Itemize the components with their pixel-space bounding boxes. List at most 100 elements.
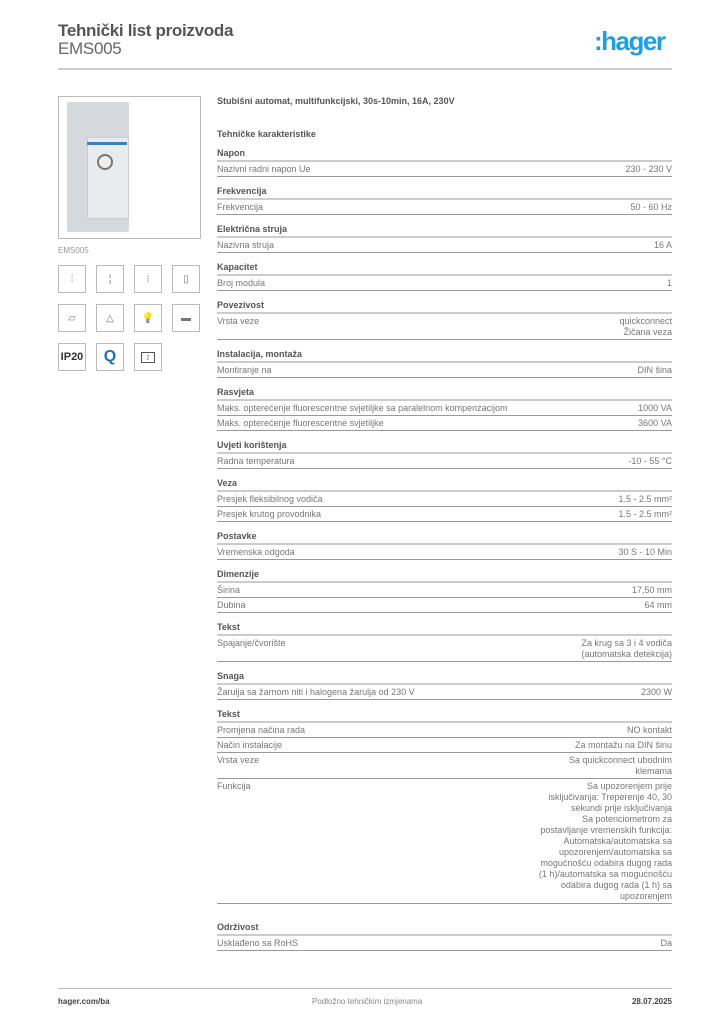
footer-divider — [58, 988, 672, 989]
spec-label: Frekvencija — [217, 202, 264, 212]
spec-label: Promjena načina rada — [217, 725, 306, 735]
spec-row: Usklađeno sa RoHS Da — [217, 936, 672, 951]
header-divider — [58, 68, 672, 70]
section-heading: Napon — [217, 148, 672, 162]
section-heading: Električna struja — [217, 224, 672, 238]
section-heading: Povezivost — [217, 300, 672, 314]
spec-label: Nazivna struja — [217, 240, 275, 250]
spec-row: Način instalacije Za montažu na DIN šinu — [217, 738, 672, 753]
spec-value: 1.5 - 2.5 mm² — [618, 509, 672, 519]
spec-label: Način instalacije — [217, 740, 283, 750]
section-heading: Uvjeti korištenja — [217, 440, 672, 454]
spec-label: Radna temperatura — [217, 456, 295, 466]
tube-icon-glyph: ▬ — [181, 312, 191, 324]
din-module-icon: ▯ — [172, 265, 200, 293]
spec-value: 30 S - 10 Min — [618, 547, 672, 557]
footer-website[interactable]: hager.com/ba — [58, 997, 110, 1006]
hager-logo: :hager — [594, 26, 666, 56]
spec-value: 1.5 - 2.5 mm² — [618, 494, 672, 504]
staircase-light-icon: △ — [96, 304, 124, 332]
spec-value: Za krug sa 3 i 4 vodiča (automatska dete… — [581, 638, 672, 659]
section-heading: Dimenzije — [217, 569, 672, 583]
spec-row: Radna temperatura -10 - 55 °C — [217, 454, 672, 469]
ip20-icon: IP20 — [58, 343, 86, 371]
section-heading: Instalacija, montaža — [217, 349, 672, 363]
spec-value: 16 A — [653, 240, 672, 250]
spec-row: Broj modula 1 — [217, 276, 672, 291]
spec-row: Nazivna struja 16 A — [217, 238, 672, 253]
spec-value: Sa quickconnect ubodnim klemama — [568, 755, 672, 776]
image-caption: EMS005 — [58, 246, 89, 255]
quickconnect-icon-glyph: Q — [103, 348, 117, 365]
spec-value: 3600 VA — [638, 418, 672, 428]
spec-row: Žarulja sa žarnom niti i halogena žarulj… — [217, 685, 672, 700]
tube-lamp-icon-glyph: ¦ — [108, 273, 112, 285]
spec-value: Za montažu na DIN šinu — [574, 740, 672, 750]
section-heading: Postavke — [217, 531, 672, 545]
spec-label: Broj modula — [217, 278, 266, 288]
section-heading: Tekst — [217, 709, 672, 723]
spec-value: 50 - 60 Hz — [630, 202, 672, 212]
spec-label: Usklađeno sa RoHS — [217, 938, 299, 948]
tube-lamp-icon: ¦ — [96, 265, 124, 293]
spec-value: quickconnect Žičana veza — [619, 316, 672, 337]
section-heading: Veza — [217, 478, 672, 492]
spec-sheet: Stubišni automat, multifunkcijski, 30s-1… — [217, 96, 672, 951]
spec-label: Žarulja sa žarnom niti i halogena žarulj… — [217, 687, 415, 697]
section-heading: Kapacitet — [217, 262, 672, 276]
section-heading: Rasvjeta — [217, 387, 672, 401]
din-module-icon-glyph: ▯ — [183, 273, 189, 285]
spec-label: Širina — [217, 585, 241, 595]
led-strip-icon: ⁝ — [134, 265, 162, 293]
spec-value: DIN šina — [637, 365, 672, 375]
timer-icon-glyph: t — [140, 351, 156, 363]
spec-value: Da — [660, 938, 672, 948]
spec-value: Sa upozorenjem prije isključivanja: Trep… — [538, 781, 672, 901]
spec-row: Presjek fleksibilnog vodiča 1.5 - 2.5 mm² — [217, 492, 672, 507]
spec-row: Frekvencija 50 - 60 Hz — [217, 200, 672, 215]
section-heading: Održivost — [217, 922, 672, 936]
spec-value: 230 - 230 V — [625, 164, 672, 174]
characteristics-title: Tehničke karakteristike — [217, 129, 316, 139]
spec-value: -10 - 55 °C — [628, 456, 672, 466]
section-heading: Frekvencija — [217, 186, 672, 200]
timer-icon: t — [134, 343, 162, 371]
product-description: Stubišni automat, multifunkcijski, 30s-1… — [217, 96, 455, 106]
spec-row: Maks. opterećenje fluorescentne svjetilj… — [217, 416, 672, 431]
spec-label: Vremenska odgoda — [217, 547, 295, 557]
module-outline-icon-glyph: ▱ — [68, 312, 76, 324]
page-title: Tehnički list proizvoda — [58, 21, 234, 40]
section-heading: Snaga — [217, 671, 672, 685]
spec-value: 2300 W — [640, 687, 672, 697]
footer-note: Podložno tehničkim izmjenama — [312, 997, 423, 1006]
led-strip-icon-glyph: ⁝ — [146, 273, 150, 285]
footer-date: 28.07.2025 — [631, 997, 672, 1006]
spec-row: Maks. opterećenje fluorescentne svjetilj… — [217, 401, 672, 416]
tube-icon: ▬ — [172, 304, 200, 332]
quickconnect-icon: Q — [96, 343, 124, 371]
spec-value: 1 — [666, 278, 672, 288]
spec-label: Presjek fleksibilnog vodiča — [217, 494, 323, 504]
spec-label: Dubina — [217, 600, 246, 610]
